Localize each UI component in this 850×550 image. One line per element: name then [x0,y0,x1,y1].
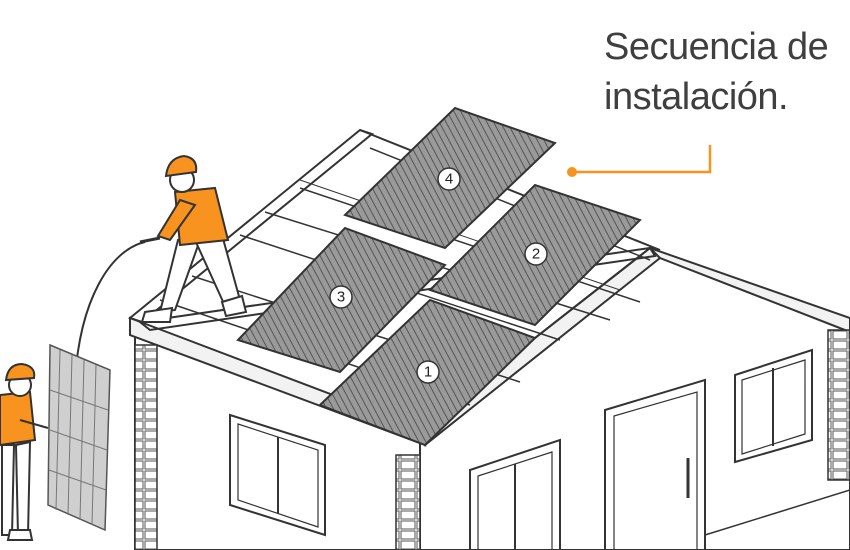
roof-panel-2: 2 [428,183,642,327]
caption-line-1: Secuencia de [604,26,829,68]
hoisted-panel [47,343,111,532]
roof-panel-4: 4 [343,106,557,250]
roof-panel-1: 1 [318,298,537,447]
caption: Secuencia de instalación. [604,22,844,122]
gable-fascia-right [649,247,850,334]
brick-corner-right [827,329,850,481]
worker-on-roof [139,154,248,323]
brick-corner-middle [395,454,421,550]
window-right [734,348,813,464]
house-base-line [704,489,850,536]
callout-pointer [567,145,712,177]
door [604,378,706,550]
window-left [229,413,326,537]
window-middle [469,438,561,550]
worker-on-ground [0,362,49,541]
panel-4-label: 4 [445,171,453,188]
brick-corner-left [134,344,158,550]
caption-line-2: instalación. [604,76,789,118]
panel-1-label: 1 [424,364,432,381]
roof-panel-3: 3 [236,226,447,374]
panel-3-label: 3 [337,289,345,306]
panel-2-label: 2 [532,246,540,263]
